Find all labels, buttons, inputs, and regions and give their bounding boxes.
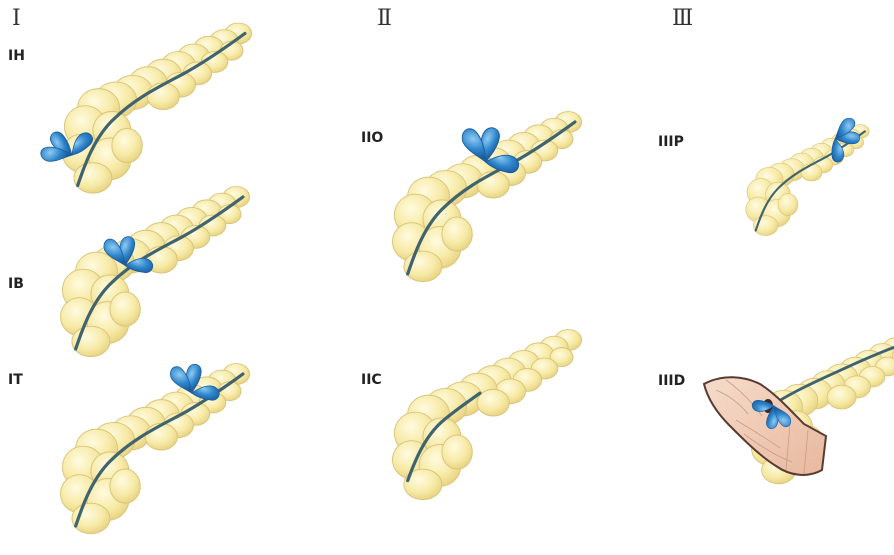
panel-iio	[393, 112, 582, 282]
panel-iiid	[704, 332, 894, 484]
panel-iic	[393, 330, 582, 500]
panel-iiip	[746, 116, 869, 236]
cyst-lesion-icon	[830, 116, 863, 165]
panel-ih	[34, 23, 251, 193]
panel-ib	[61, 187, 250, 357]
panel-it	[61, 357, 250, 534]
pancreas-icon	[393, 330, 582, 500]
